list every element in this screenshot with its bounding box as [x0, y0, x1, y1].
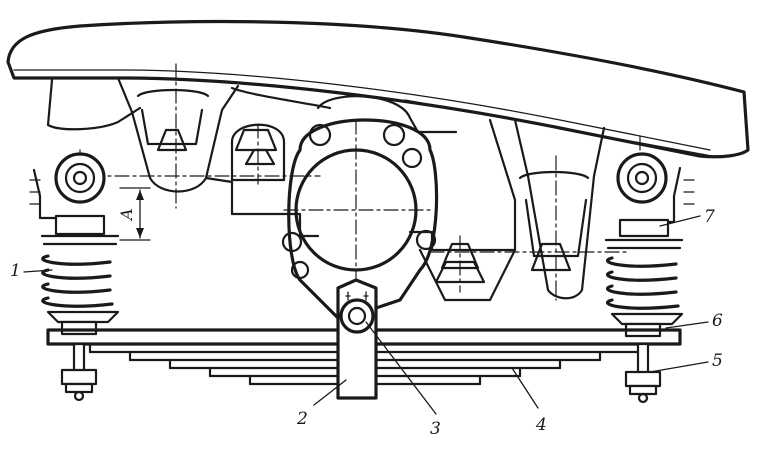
dimension-a: A — [117, 187, 151, 241]
callout-1: 1 — [10, 261, 21, 281]
dimension-a-label: A — [117, 208, 136, 222]
left-shock-and-spring — [29, 152, 120, 336]
callout-2: 2 — [296, 409, 308, 429]
left-bottom-bolt — [60, 342, 98, 402]
right-bottom-bolt — [624, 342, 662, 404]
callout-7: 7 — [704, 207, 715, 227]
callout-4: 4 — [535, 415, 547, 435]
callout-6: 6 — [712, 311, 723, 331]
right-shock-and-spring — [604, 152, 695, 338]
axle-bracket — [336, 278, 378, 400]
axle-subframe — [46, 76, 606, 302]
leader-lines — [23, 215, 709, 415]
spring-seat-cups — [136, 88, 590, 284]
callout-5: 5 — [712, 351, 723, 371]
body-floor-panel — [6, 19, 750, 159]
callout-3: 3 — [430, 419, 441, 439]
